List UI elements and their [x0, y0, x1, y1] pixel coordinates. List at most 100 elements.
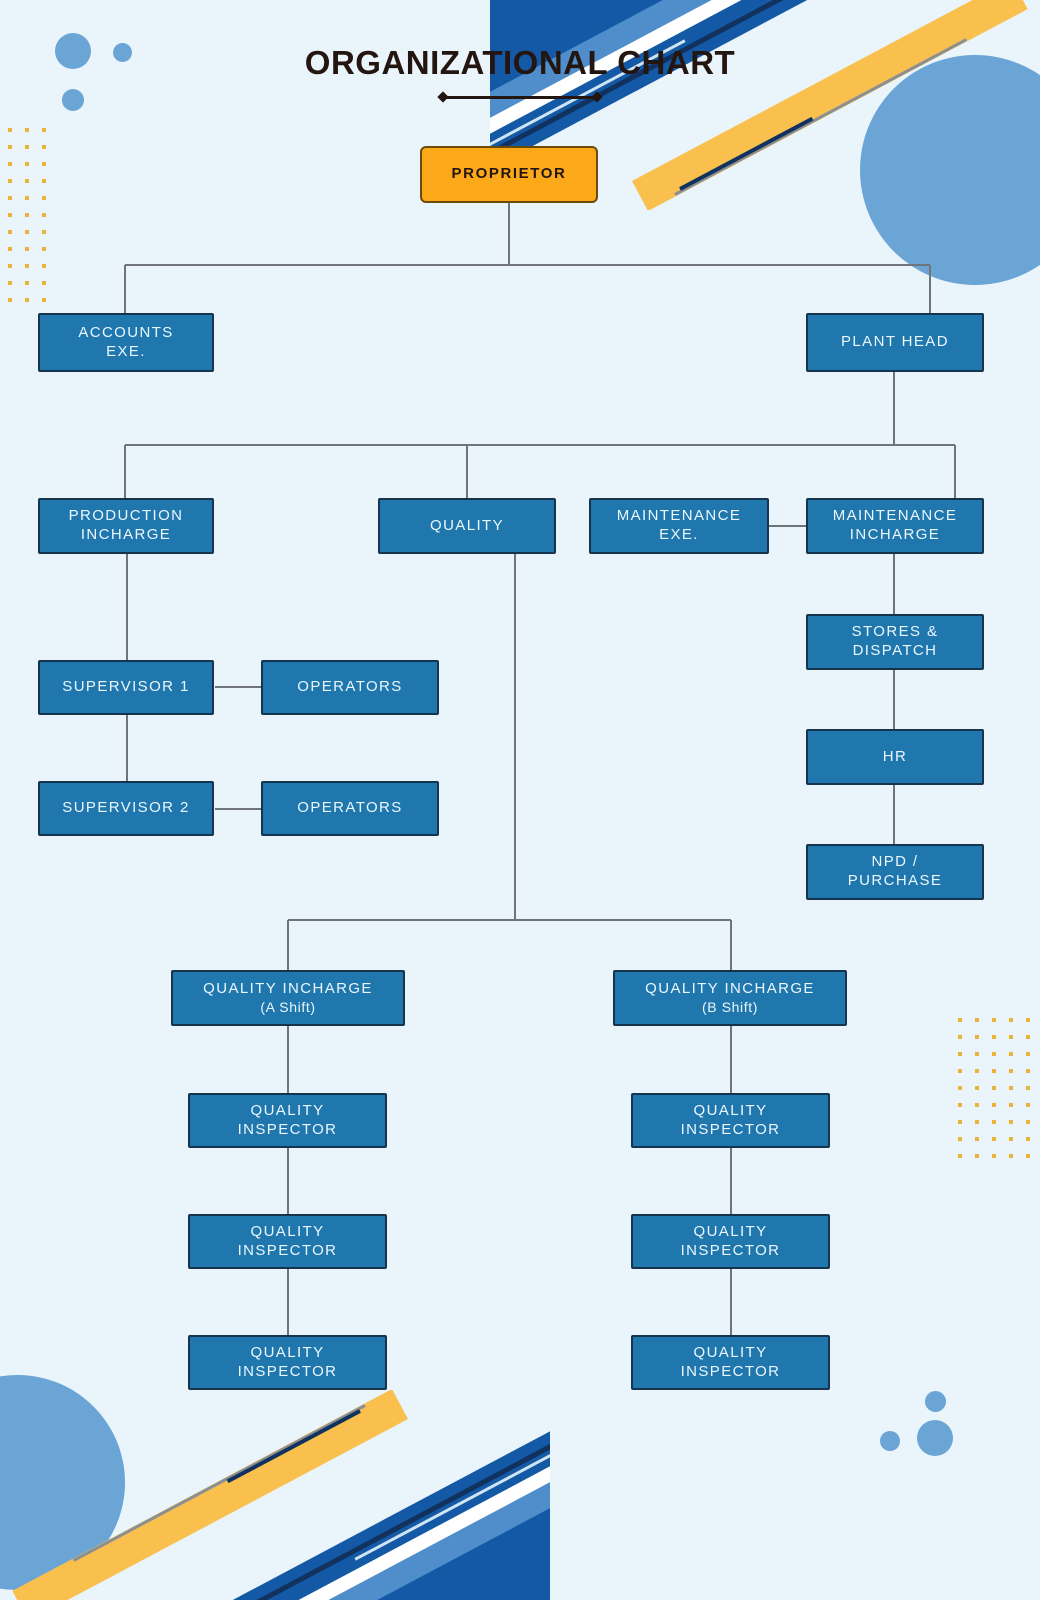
node-quality-inspector-a-2-label-line1: QUALITY: [250, 1222, 325, 1240]
decorative-dot: [25, 247, 29, 251]
node-plant-head[interactable]: PLANT HEAD: [806, 313, 984, 372]
decorative-dot: [42, 179, 46, 183]
decorative-dot: [8, 162, 12, 166]
decorative-dot: [1009, 1137, 1013, 1141]
decorative-dot: [975, 1154, 979, 1158]
node-quality-inspector-a-2-label-line2: INSPECTOR: [237, 1241, 338, 1259]
node-quality[interactable]: QUALITY: [378, 498, 556, 554]
decorative-dot: [25, 145, 29, 149]
decorative-dot: [42, 162, 46, 166]
node-plant-head-label: PLANT HEAD: [841, 333, 949, 351]
decorative-dot: [8, 230, 12, 234]
node-quality-inspector-b-3-label-line1: QUALITY: [693, 1343, 768, 1361]
node-quality-inspector-a-3[interactable]: QUALITY INSPECTOR: [188, 1335, 387, 1390]
decorative-dot: [975, 1137, 979, 1141]
decorative-dot: [992, 1052, 996, 1056]
node-quality-incharge-b-shift[interactable]: QUALITY INCHARGE (B Shift): [613, 970, 847, 1026]
decorative-dot: [25, 162, 29, 166]
page-title: ORGANIZATIONAL CHART: [304, 44, 736, 81]
decorative-dot: [1009, 1086, 1013, 1090]
decorative-dot: [1026, 1154, 1030, 1158]
title-divider: [0, 91, 1040, 103]
decorative-dot: [958, 1137, 962, 1141]
node-operators-1[interactable]: OPERATORS: [261, 660, 439, 715]
node-quality-inspector-b-1-label-line2: INSPECTOR: [680, 1120, 781, 1138]
decorative-dot: [25, 179, 29, 183]
decorative-dot: [975, 1103, 979, 1107]
node-stores-dispatch[interactable]: STORES & DISPATCH: [806, 614, 984, 670]
node-operators-2[interactable]: OPERATORS: [261, 781, 439, 836]
node-production-incharge-label-line2: INCHARGE: [80, 526, 172, 543]
decorative-dot: [25, 298, 29, 302]
decorative-dot: [1026, 1137, 1030, 1141]
node-proprietor-label: PROPRIETOR: [451, 165, 567, 183]
node-quality-inspector-b-3[interactable]: QUALITY INSPECTOR: [631, 1335, 830, 1390]
decorative-dot: [42, 298, 46, 302]
node-supervisor-2[interactable]: SUPERVISOR 2: [38, 781, 214, 836]
node-quality-inspector-b-2-label-line1: QUALITY: [693, 1222, 768, 1240]
decorative-dot: [42, 281, 46, 285]
node-accounts-exe-label-line2: EXE.: [106, 342, 146, 360]
node-maintenance-exe-label-line1: MAINTENANCE: [616, 507, 742, 525]
decorative-dot: [42, 128, 46, 132]
decorative-dot: [1009, 1154, 1013, 1158]
node-maintenance-exe[interactable]: MAINTENANCE EXE.: [589, 498, 769, 554]
decorative-dot: [958, 1154, 962, 1158]
decorative-dot: [1009, 1103, 1013, 1107]
decorative-dot: [975, 1120, 979, 1124]
decorative-dot: [958, 1120, 962, 1124]
node-stores-dispatch-label-line2: DISPATCH: [852, 642, 938, 659]
node-maintenance-incharge-label-line2: INCHARGE: [849, 526, 941, 543]
decorative-dot: [8, 281, 12, 285]
node-quality-inspector-a-1-label-line2: INSPECTOR: [237, 1120, 338, 1138]
node-npd-purchase-label-line1: NPD /: [871, 853, 919, 871]
decorative-dot: [992, 1018, 996, 1022]
node-quality-inspector-a-3-label-line1: QUALITY: [250, 1343, 325, 1361]
decorative-dot: [8, 145, 12, 149]
node-accounts-exe-label-line1: ACCOUNTS: [78, 323, 174, 341]
decorative-dot: [958, 1035, 962, 1039]
node-quality-inspector-a-1[interactable]: QUALITY INSPECTOR: [188, 1093, 387, 1148]
node-quality-inspector-a-2[interactable]: QUALITY INSPECTOR: [188, 1214, 387, 1269]
node-quality-incharge-a-shift[interactable]: QUALITY INCHARGE (A Shift): [171, 970, 405, 1026]
decorative-dot: [8, 196, 12, 200]
node-quality-inspector-a-3-label-line2: INSPECTOR: [237, 1362, 338, 1380]
node-quality-label: QUALITY: [430, 516, 504, 534]
decorative-dot: [992, 1103, 996, 1107]
decorative-dot: [1009, 1052, 1013, 1056]
decorative-dot: [8, 298, 12, 302]
node-production-incharge[interactable]: PRODUCTION INCHARGE: [38, 498, 214, 554]
node-npd-purchase-label-line2: PURCHASE: [847, 872, 943, 889]
decorative-dot: [1026, 1035, 1030, 1039]
decorative-dot: [975, 1069, 979, 1073]
decorative-dot: [1026, 1052, 1030, 1056]
decorative-dot: [992, 1069, 996, 1073]
node-quality-incharge-b-shift-label: QUALITY INCHARGE: [645, 979, 815, 997]
node-proprietor[interactable]: PROPRIETOR: [420, 146, 598, 203]
decorative-dot: [1026, 1103, 1030, 1107]
decorative-dot: [8, 247, 12, 251]
node-hr[interactable]: HR: [806, 729, 984, 785]
decorative-dot: [992, 1035, 996, 1039]
decorative-dot: [975, 1018, 979, 1022]
decorative-dot: [8, 179, 12, 183]
decorative-dot: [958, 1052, 962, 1056]
node-npd-purchase[interactable]: NPD / PURCHASE: [806, 844, 984, 900]
node-quality-inspector-b-2[interactable]: QUALITY INSPECTOR: [631, 1214, 830, 1269]
node-production-incharge-label-line1: PRODUCTION: [68, 507, 184, 525]
decorative-dot: [42, 213, 46, 217]
decorative-dot: [42, 264, 46, 268]
node-quality-inspector-b-1[interactable]: QUALITY INSPECTOR: [631, 1093, 830, 1148]
node-supervisor-1-label: SUPERVISOR 1: [62, 678, 190, 696]
node-maintenance-incharge[interactable]: MAINTENANCE INCHARGE: [806, 498, 984, 554]
decorative-dot: [1009, 1035, 1013, 1039]
node-supervisor-1[interactable]: SUPERVISOR 1: [38, 660, 214, 715]
node-quality-incharge-b-shift-sublabel: (B Shift): [702, 998, 758, 1015]
decorative-dot: [1026, 1018, 1030, 1022]
node-stores-dispatch-label-line1: STORES &: [851, 623, 939, 641]
decorative-dot: [1026, 1120, 1030, 1124]
decorative-dot: [958, 1103, 962, 1107]
node-accounts-exe[interactable]: ACCOUNTS EXE.: [38, 313, 214, 372]
